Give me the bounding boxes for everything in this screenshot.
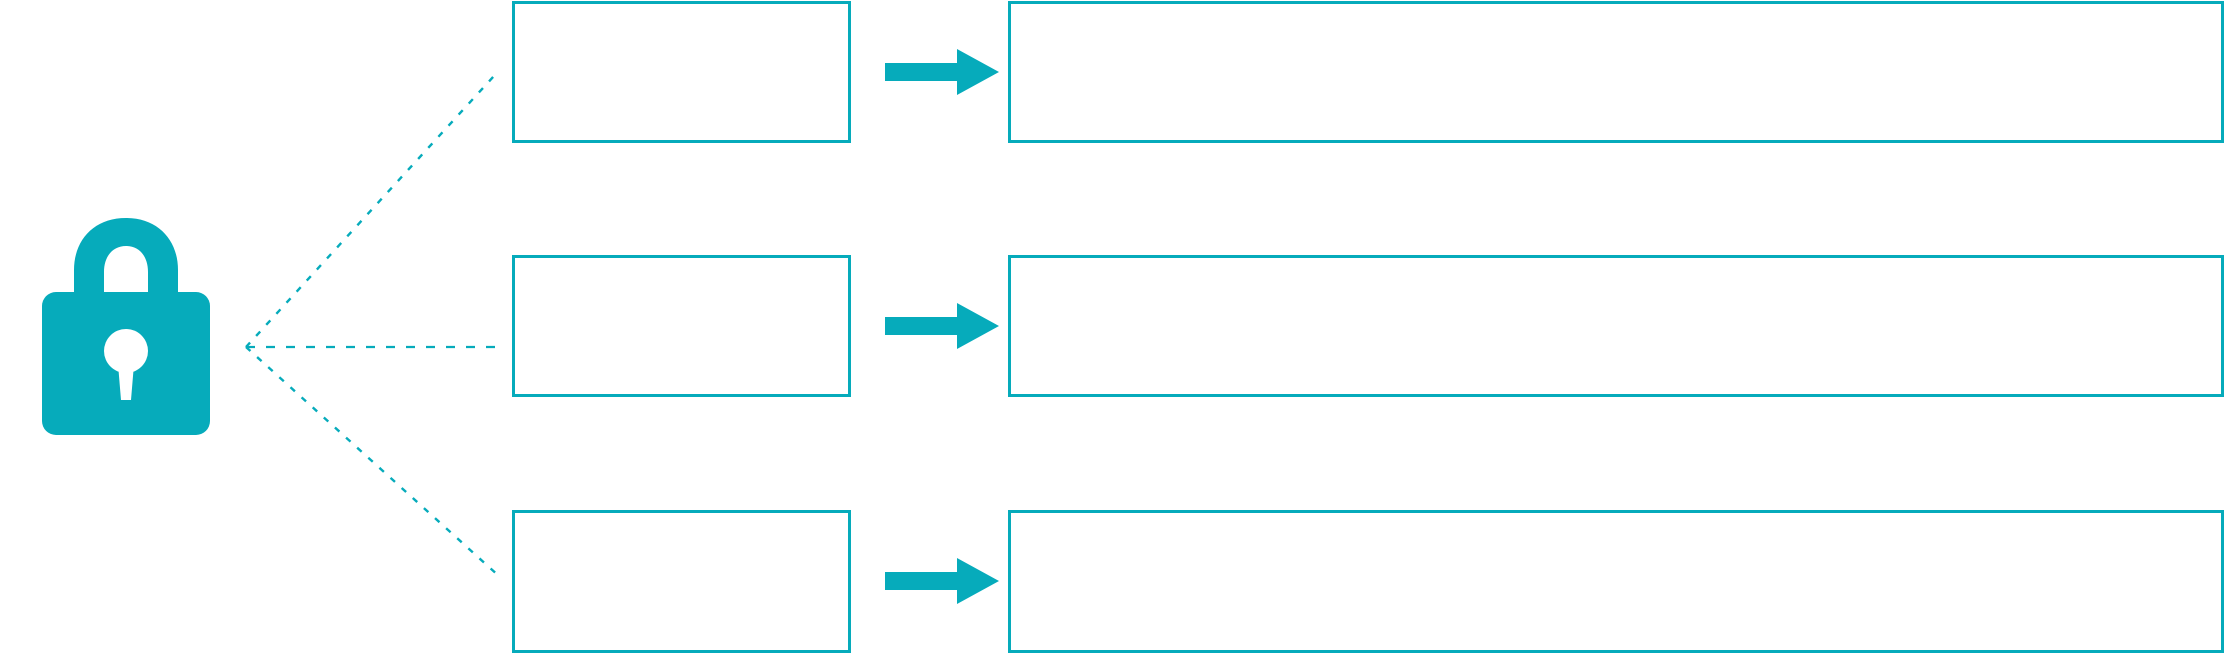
outcome-box-2[interactable] (1008, 255, 2224, 397)
arrow-right-icon-1 (885, 49, 999, 95)
outcome-box-1[interactable] (1008, 1, 2224, 143)
lock-icon (42, 218, 210, 435)
stage-box-1[interactable] (512, 1, 851, 143)
stage-box-3[interactable] (512, 510, 851, 653)
connector-line-top (245, 75, 495, 348)
arrow-right-icon-3 (885, 558, 999, 604)
keyhole-circle (104, 329, 148, 373)
arrow-right-icon-2 (885, 303, 999, 349)
stage-box-2[interactable] (512, 255, 851, 397)
connector-line-bottom (245, 346, 501, 578)
outcome-box-3[interactable] (1008, 510, 2224, 653)
keyhole-stem (118, 364, 134, 400)
